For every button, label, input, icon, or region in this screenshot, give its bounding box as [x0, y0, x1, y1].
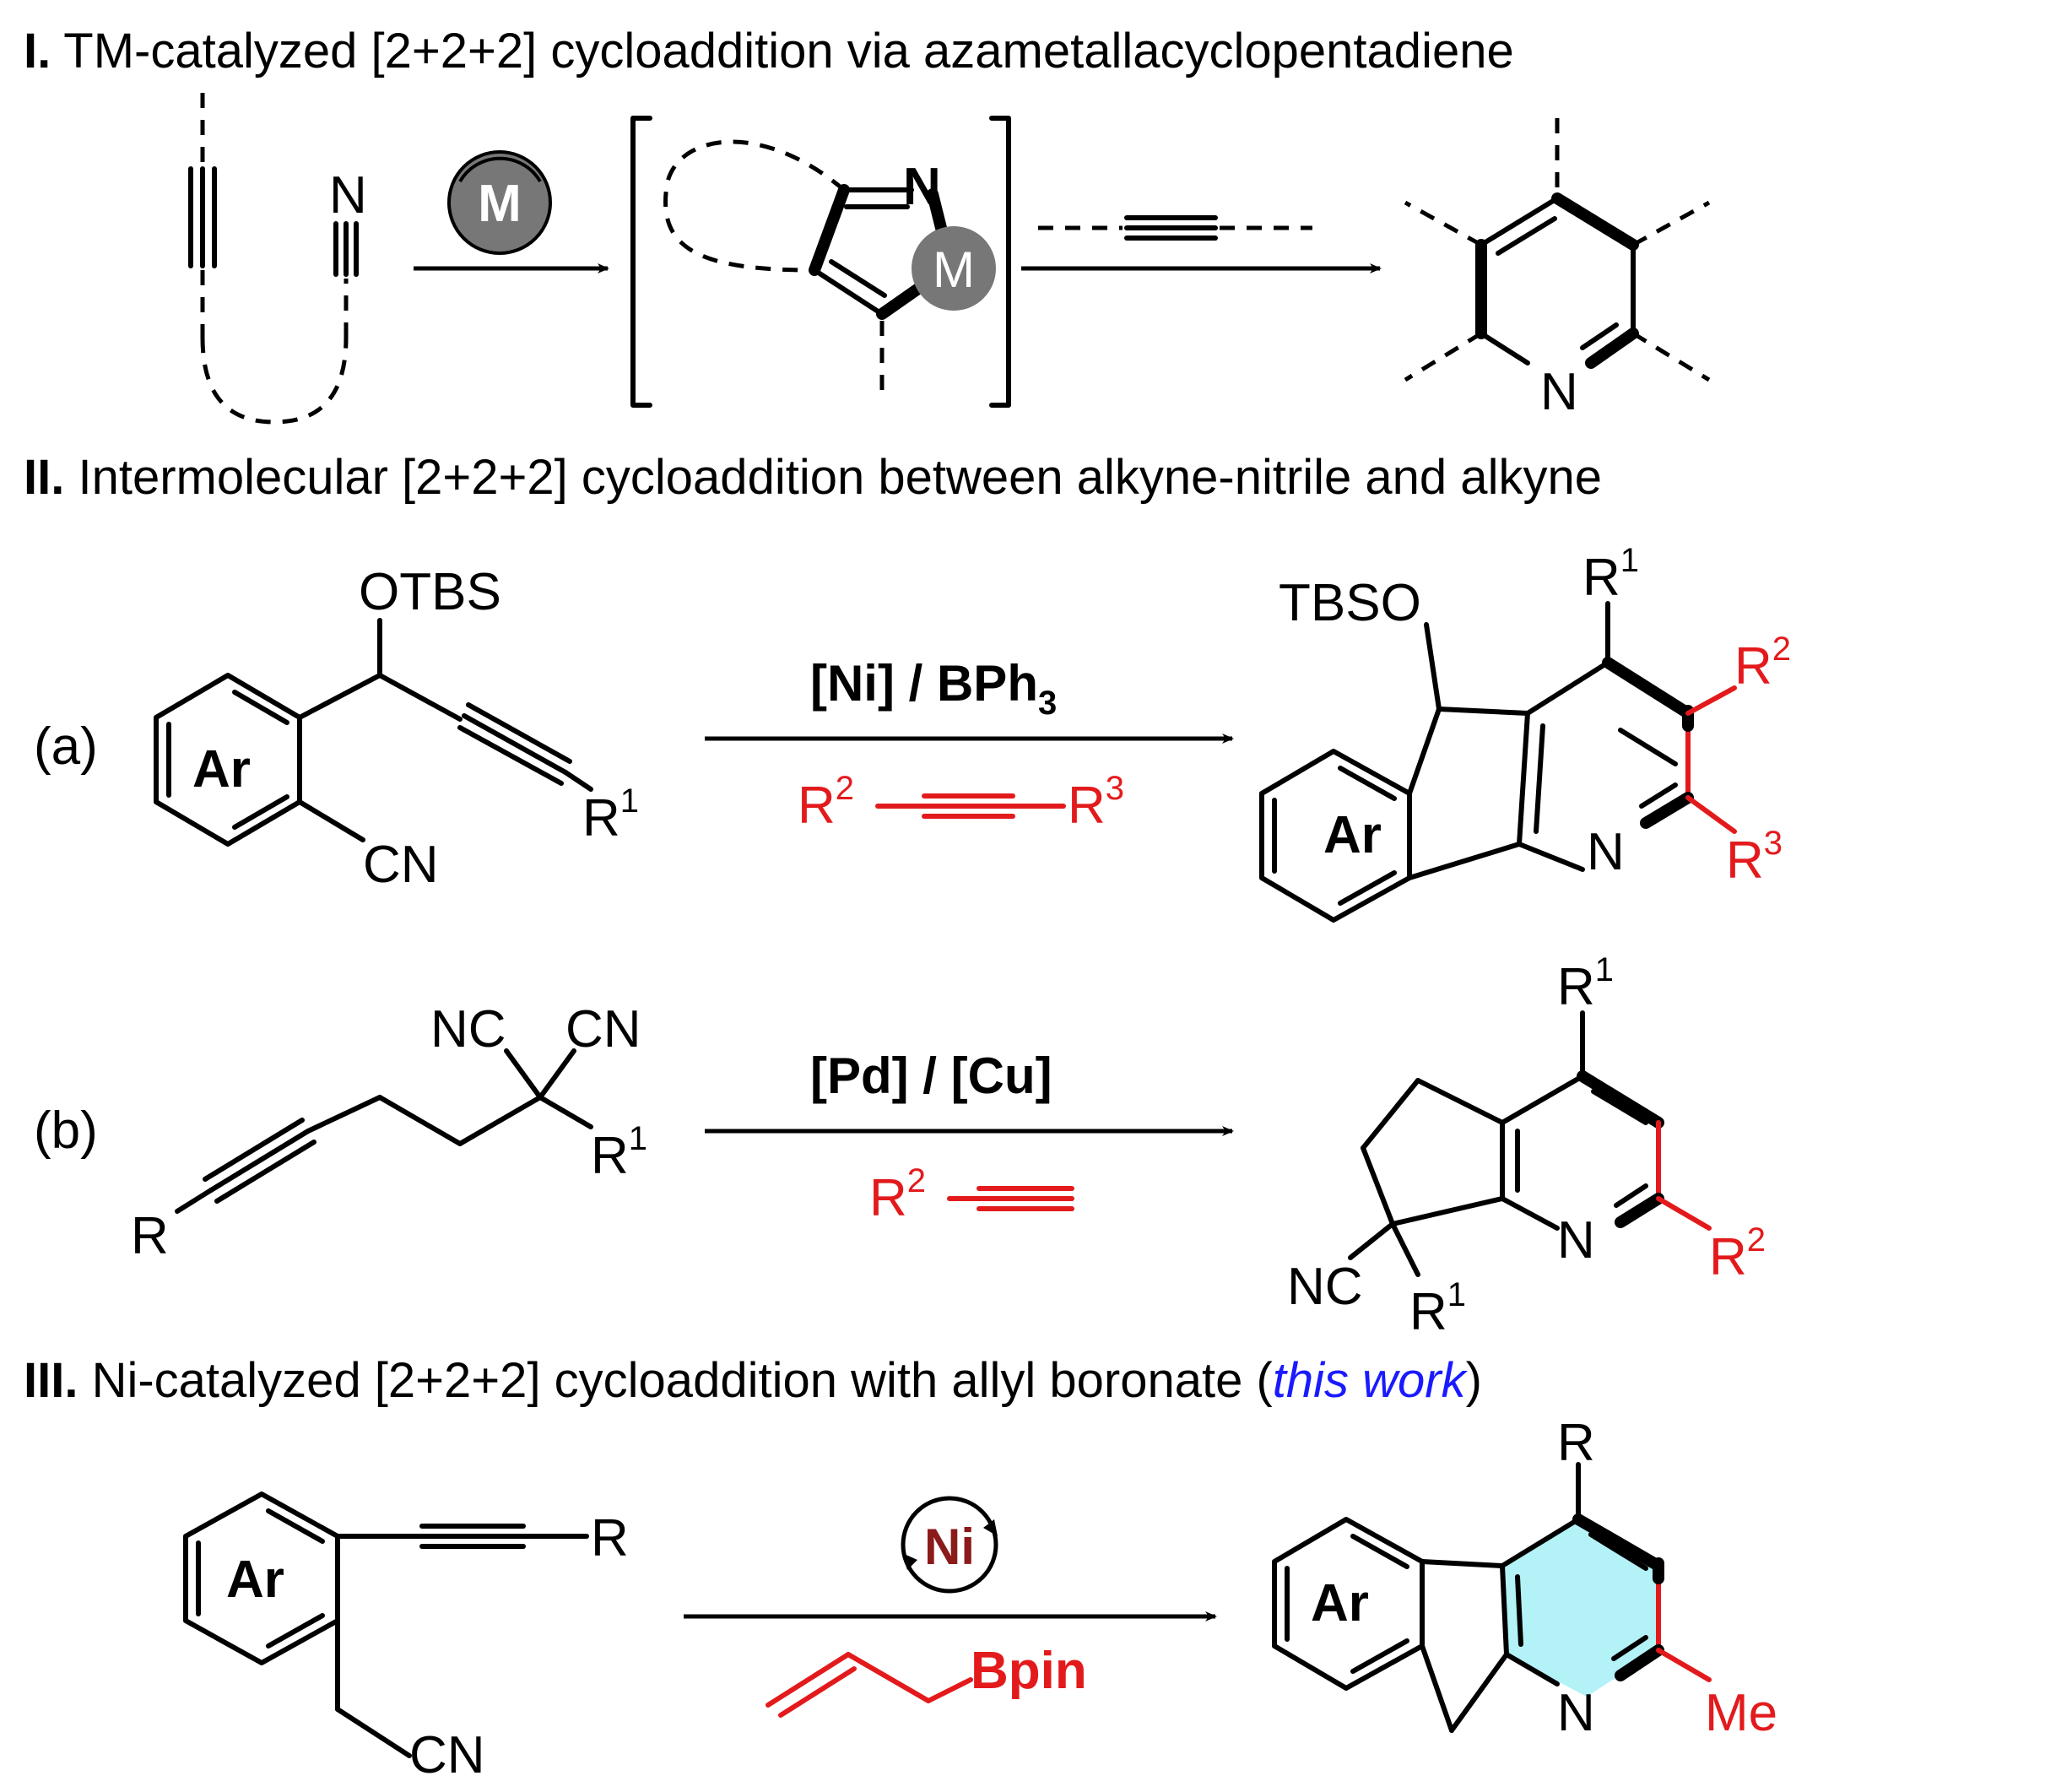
substrate-b-r1: R1 [591, 1120, 647, 1185]
product-b-r1-top: R1 [1557, 951, 1614, 1016]
product-b-r1-bottom: R1 [1409, 1276, 1466, 1341]
substrate-a: Ar OTBS R1 CN [154, 563, 639, 894]
ni-catalyst-cycle: Ni [901, 1496, 998, 1594]
metal-catalyst-cycle: M [447, 150, 552, 255]
product-a-r2: R2 [1734, 631, 1791, 696]
substrate-b-nc: NC [430, 1000, 506, 1058]
product-3: Ar R Me N [1272, 1414, 1777, 1742]
catalyst-m-label: M [478, 175, 522, 233]
allyl-boronate-reagent: Bpin [766, 1642, 1087, 1718]
product-3-me: Me [1705, 1684, 1777, 1742]
product-b: NC R1 R1 R2 N [1287, 951, 1766, 1341]
alkyne-reagent-b: R2 [869, 1162, 1074, 1227]
substrate-b-r: R [131, 1207, 169, 1265]
product-b-nc: NC [1287, 1258, 1363, 1316]
azametallacyclopentadiene-intermediate: M N [630, 116, 1011, 408]
product-3-ar: Ar [1311, 1574, 1369, 1632]
nitrile-n-label: N [329, 166, 367, 225]
alkyne-reagent-a: R2 R3 [798, 770, 1124, 835]
product-a-ar: Ar [1323, 806, 1382, 864]
reagent-a-r2: R2 [798, 770, 854, 835]
substrate-a-otbs: OTBS [359, 563, 501, 621]
product-a-r3: R3 [1726, 825, 1783, 890]
bpin-label: Bpin [971, 1642, 1087, 1700]
tag-a: (a) [34, 717, 98, 776]
tag-b: (b) [34, 1102, 98, 1160]
alkyne-nitrile-substrate: N [188, 93, 367, 425]
product-b-r2: R2 [1709, 1221, 1766, 1286]
reagent-b: [Pd] / [Cu] [810, 1048, 1052, 1104]
section-2: II. Intermolecular [2+2+2] cycloaddition… [24, 450, 1791, 1341]
ni-catalyst-label: Ni [924, 1519, 975, 1575]
reagent-a: [Ni] / BPh3 [810, 655, 1057, 722]
section-3: III. Ni-catalyzed [2+2+2] cycloaddition … [24, 1353, 1777, 1784]
alkyne-reagent [1038, 215, 1312, 241]
product-a: Ar TBSO R1 R2 R3 N [1259, 542, 1791, 923]
product-b-n: N [1557, 1211, 1595, 1270]
product-a-r1: R1 [1582, 542, 1639, 607]
substrate-a-ar: Ar [192, 740, 251, 799]
reagent-b-r2: R2 [869, 1162, 926, 1227]
substrate-3-r: R [591, 1509, 629, 1567]
section-1: I. TM-catalyzed [2+2+2] cycloaddition vi… [24, 24, 1711, 425]
metallacycle-m-label: M [933, 241, 975, 298]
product-a-n: N [1587, 823, 1625, 881]
substrate-a-r1: R1 [582, 782, 639, 847]
reagent-a-r3: R3 [1068, 770, 1124, 835]
this-work-label: this work [1273, 1353, 1469, 1408]
product-3-n: N [1557, 1684, 1595, 1742]
substrate-b: NC CN R1 R [131, 1000, 647, 1265]
pyridine-product: N [1404, 118, 1711, 421]
section-1-heading: I. TM-catalyzed [2+2+2] cycloaddition vi… [24, 24, 1514, 79]
pyridine-n-label: N [1540, 363, 1578, 421]
substrate-3-cn: CN [409, 1726, 485, 1784]
substrate-3-ar: Ar [226, 1551, 284, 1609]
metallacycle-n-label: N [903, 158, 941, 216]
substrate-3: Ar R CN [183, 1492, 629, 1784]
product-3-r: R [1557, 1414, 1595, 1472]
section-3-heading: III. Ni-catalyzed [2+2+2] cycloaddition … [24, 1353, 1482, 1408]
substrate-b-cn: CN [565, 1000, 641, 1058]
product-a-tbso: TBSO [1279, 574, 1421, 632]
substrate-a-cn: CN [363, 836, 439, 894]
section-2-heading: II. Intermolecular [2+2+2] cycloaddition… [24, 450, 1602, 505]
